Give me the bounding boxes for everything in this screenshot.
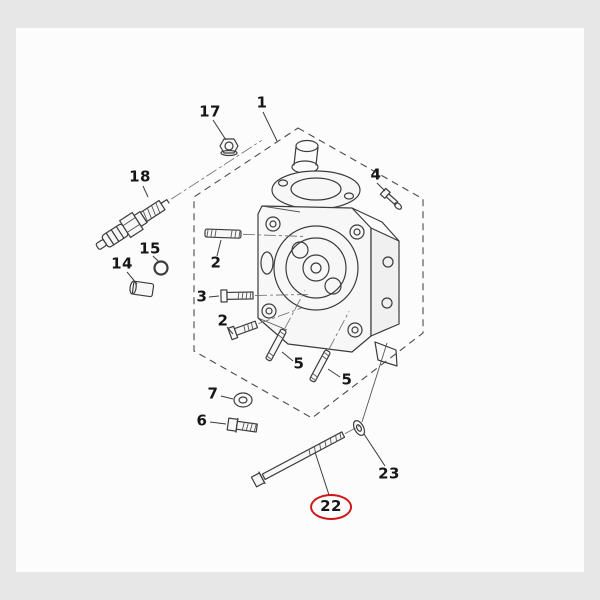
screw-4-drawing <box>379 187 403 210</box>
stud-bolt-2-upper-drawing <box>204 228 305 239</box>
part-label-2-lower[interactable]: 2 <box>217 311 229 330</box>
stud-5-right-drawing <box>309 311 350 383</box>
part-label-7[interactable]: 7 <box>207 384 219 403</box>
stud-bolt-2-lower-drawing <box>227 307 302 341</box>
flange-nut-17-drawing <box>219 138 239 157</box>
cylinder-head-drawing <box>257 139 400 367</box>
part-label-3[interactable]: 3 <box>196 287 208 306</box>
part-label-17[interactable]: 17 <box>199 102 221 121</box>
flange-bolt-3-drawing <box>220 289 308 303</box>
part-label-22-selected[interactable]: 22 <box>310 494 352 520</box>
long-bolt-22-drawing <box>250 425 361 488</box>
part-label-15[interactable]: 15 <box>139 239 161 258</box>
flange-bolt-6-drawing <box>226 417 258 433</box>
part-label-6[interactable]: 6 <box>196 411 208 430</box>
part-label-1[interactable]: 1 <box>256 93 268 112</box>
part-label-23[interactable]: 23 <box>378 464 400 483</box>
part-label-14[interactable]: 14 <box>111 254 133 273</box>
part-label-4[interactable]: 4 <box>370 165 382 184</box>
construction-line-23 <box>361 342 388 423</box>
part-label-5-left[interactable]: 5 <box>293 354 305 373</box>
leader-lines <box>126 111 386 496</box>
spark-plug-drawing <box>95 139 263 250</box>
stud-5-left-drawing <box>265 290 306 362</box>
washer-23-drawing <box>352 420 366 436</box>
o-ring-15-drawing <box>153 260 169 276</box>
part-label-5-right[interactable]: 5 <box>341 370 353 389</box>
part-label-18[interactable]: 18 <box>129 167 151 186</box>
bushing-14-drawing <box>129 280 155 298</box>
part-label-2-upper[interactable]: 2 <box>210 253 222 272</box>
washer-7-drawing <box>233 392 253 408</box>
